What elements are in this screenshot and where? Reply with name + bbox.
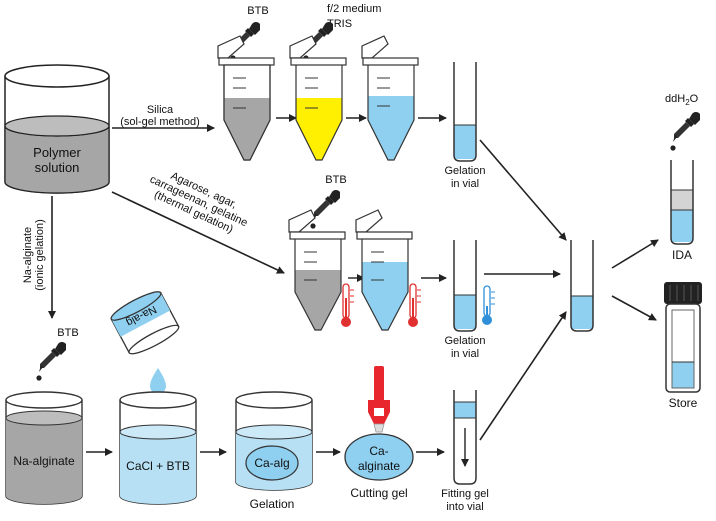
- tube-gray-silica: [217, 35, 275, 161]
- vial-gelation-1: [453, 62, 477, 162]
- fitting-gel-label: Fitting gel: [441, 488, 489, 500]
- arrow: [611, 295, 657, 321]
- bottle-icon: Na-alg: [110, 291, 180, 355]
- gelation-in-vial-label-2: in vial: [451, 348, 479, 360]
- vial-cap-icon: [361, 35, 389, 59]
- ida-label: IDA: [672, 248, 692, 262]
- droplet: [150, 368, 166, 394]
- vial-gelation-2: [453, 240, 477, 332]
- tube-blue-thermal: [355, 209, 413, 331]
- thermometer-icon: [482, 285, 495, 325]
- polymer-solution-label: Polymer: [33, 145, 81, 160]
- beaker-cacl-btb: CaCl + BTB: [119, 391, 197, 505]
- ca-alginate-gel: [344, 433, 414, 481]
- ddh2o-label: ddH2O: [665, 93, 699, 107]
- vial-cap-icon: [288, 209, 316, 233]
- btb-middle-label: BTB: [325, 174, 346, 186]
- ionic-gelation-label: (ionic gelation): [34, 219, 46, 291]
- tube-gray-thermal: [288, 209, 346, 331]
- dropper-icon: [670, 112, 700, 151]
- tris-label: TRIS: [327, 18, 352, 30]
- dropper-icon: [310, 190, 340, 229]
- thermometer-icon: [341, 283, 354, 327]
- vial-central: [570, 240, 594, 332]
- cacl-btb-label: CaCl + BTB: [126, 459, 190, 473]
- gel-cutter-icon: [368, 366, 390, 433]
- na-alginate-beaker-label: Na-alginate: [13, 454, 75, 468]
- vial-cap-icon: [355, 209, 383, 233]
- gelation-in-vial-label-2: in vial: [451, 178, 479, 190]
- beaker-gelation: Ca-alg: [235, 391, 313, 491]
- into-vial-label: into vial: [446, 501, 483, 513]
- thermometer-icon: [408, 283, 421, 327]
- arrow: [479, 139, 567, 241]
- gelation-label: Gelation: [250, 497, 295, 511]
- vial-ida: [670, 160, 694, 245]
- vial-cap-icon: [217, 35, 245, 59]
- cutting-gel-label: Cutting gel: [350, 486, 407, 500]
- sol-gel-label: (sol-gel method): [120, 116, 199, 128]
- gelation-in-vial-label: Gelation: [445, 165, 486, 177]
- btb-bottom-label: BTB: [57, 327, 78, 339]
- vial-store: [664, 282, 702, 393]
- beaker-na-alginate: Na-alginate: [5, 391, 83, 505]
- vial-cap-icon: [289, 35, 317, 59]
- store-label: Store: [669, 396, 698, 410]
- vial-fitting: [453, 390, 477, 485]
- tube-blue-silica: [361, 35, 419, 161]
- silica-label: Silica: [147, 104, 174, 116]
- btb-top-label: BTB: [247, 5, 268, 17]
- arrow: [611, 239, 659, 269]
- arrow: [479, 311, 567, 441]
- na-alginate-label: Na-alginate: [22, 227, 34, 283]
- tube-yellow-silica: [289, 35, 347, 161]
- ca-alg-label: Ca-alg: [254, 456, 289, 470]
- ca-alginate-label: Ca-: [369, 444, 388, 458]
- f2-medium-label: f/2 medium: [327, 3, 381, 15]
- thermal-gelation-arrow: [111, 191, 285, 274]
- polymer-solution-label-2: solution: [35, 160, 80, 175]
- ca-alginate-label-2: alginate: [358, 459, 400, 473]
- polymer-solution-beaker: Polymer solution: [4, 64, 110, 194]
- dropper-icon: [36, 342, 66, 381]
- gelation-in-vial-label: Gelation: [445, 335, 486, 347]
